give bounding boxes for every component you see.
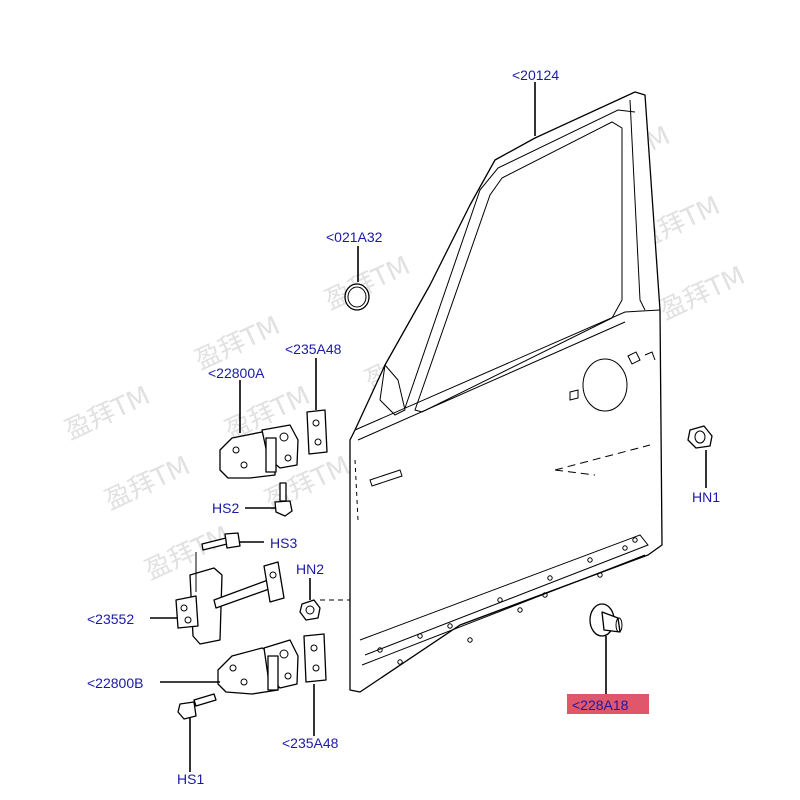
callout-check-arm: <23552 xyxy=(87,611,134,627)
callout-bump-stop: <228A18 xyxy=(572,697,629,713)
upper-shim xyxy=(306,409,328,455)
nut-hn2 xyxy=(299,599,321,621)
highlight-box xyxy=(567,694,649,714)
watermark: 盈拜TM xyxy=(60,381,155,446)
bump-stop xyxy=(589,603,623,637)
watermark: 盈拜TM xyxy=(320,251,415,316)
leader-lines xyxy=(150,82,707,772)
callout-bolt-hs3: HS3 xyxy=(270,535,297,551)
sill-holes xyxy=(377,537,638,665)
plug-part xyxy=(344,283,370,311)
bolt-hs3 xyxy=(201,532,241,551)
callout-shim-lower: <235A48 xyxy=(282,735,339,751)
upper-hinge xyxy=(219,424,299,479)
callout-nut-hn2: HN2 xyxy=(296,561,324,577)
callout-hinge-upper: <22800A xyxy=(208,365,265,381)
callout-labels: <20124 <021A32 <22800A <235A48 HS2 HS3 <… xyxy=(87,67,720,787)
callout-shim-upper: <235A48 xyxy=(285,341,342,357)
bolt-hs2 xyxy=(274,482,293,517)
callout-bolt-hs1: HS1 xyxy=(177,771,204,787)
callout-plug: <021A32 xyxy=(326,229,383,245)
bolt-hs1 xyxy=(177,693,217,720)
nut-hn1 xyxy=(687,425,713,449)
watermark: 盈拜TM xyxy=(655,261,750,326)
callout-hinge-lower: <22800B xyxy=(87,675,143,691)
door-shell xyxy=(320,91,663,693)
callout-bolt-hs2: HS2 xyxy=(212,500,239,516)
callout-door-shell: <20124 xyxy=(512,67,559,83)
lower-hinge xyxy=(217,639,299,695)
check-arm xyxy=(175,552,285,645)
callout-nut-hn1: HN1 xyxy=(692,489,720,505)
lower-shim xyxy=(303,633,327,683)
watermark: 盈拜TM xyxy=(100,451,195,516)
